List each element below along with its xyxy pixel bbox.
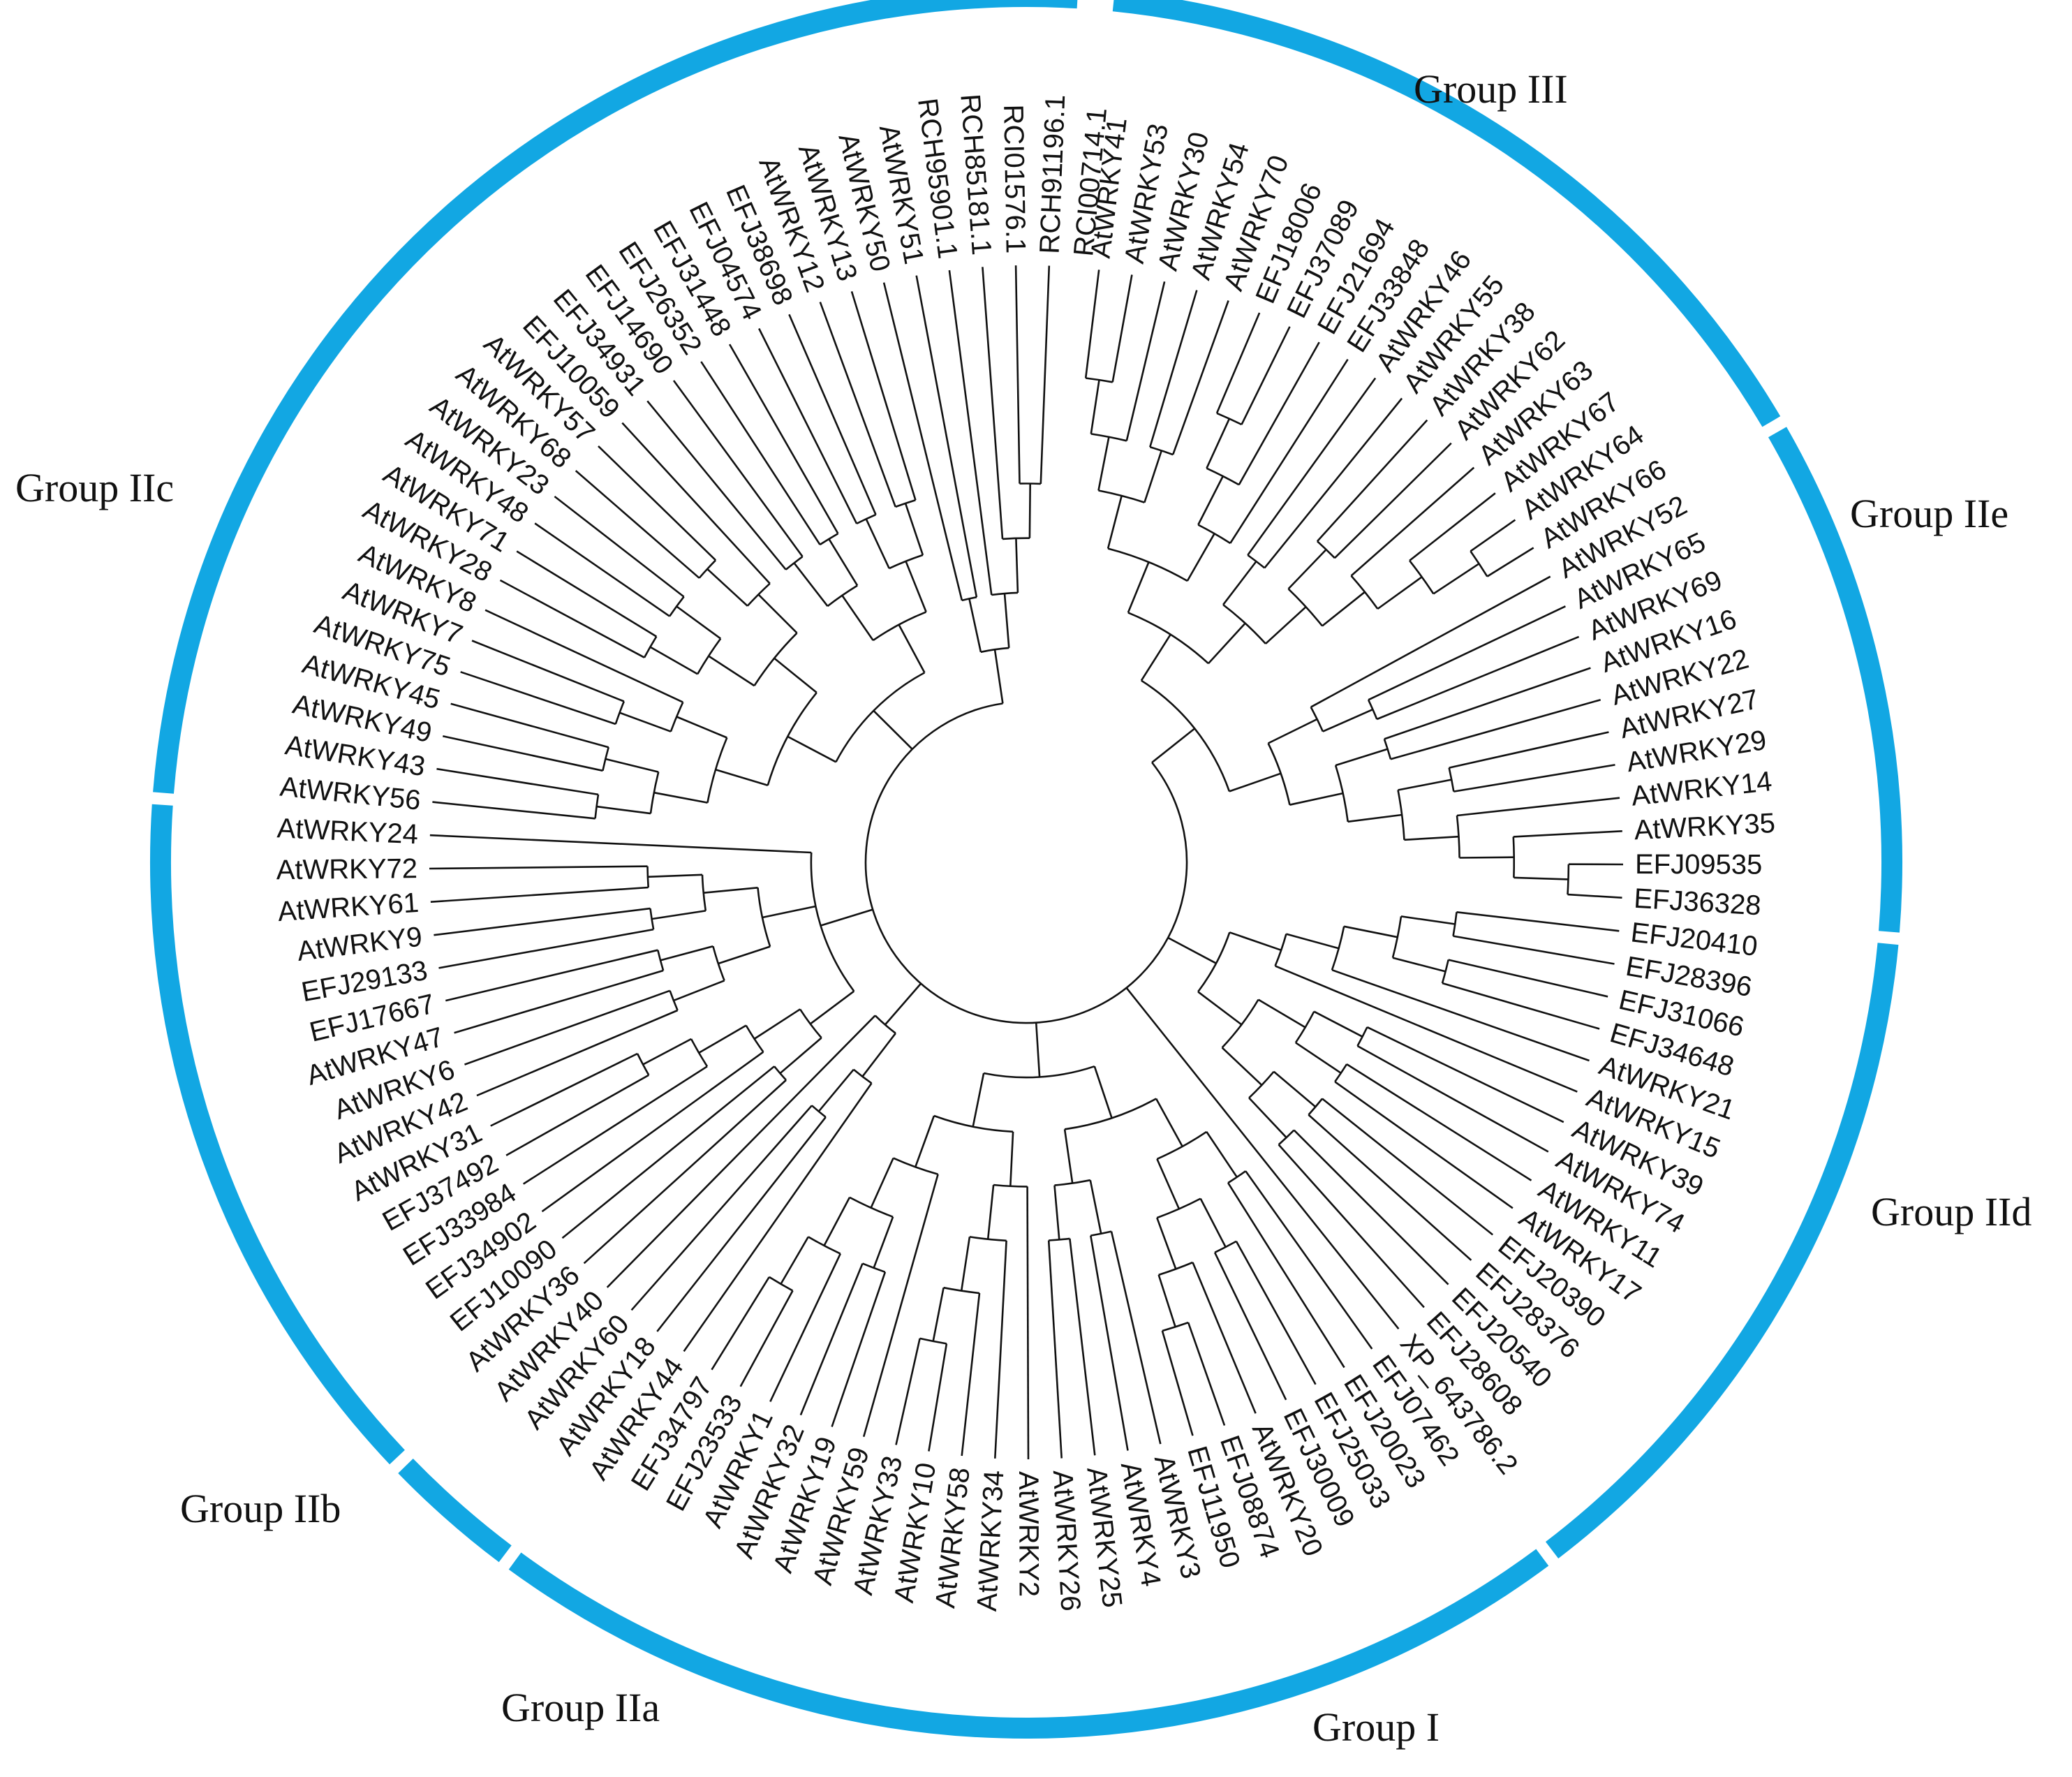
leaf-atwrky72: AtWRKY72 bbox=[276, 853, 417, 885]
leaf-efj09535: EFJ09535 bbox=[1635, 849, 1762, 880]
group-band-group-iie bbox=[1768, 427, 1902, 933]
group-label-iid: Group IId bbox=[1871, 1189, 2032, 1234]
group-label-i: Group I bbox=[1312, 1704, 1440, 1750]
group-label-iib: Group IIb bbox=[180, 1486, 341, 1531]
leaf-atwrky61: AtWRKY61 bbox=[277, 887, 420, 927]
leaf-labels: AtWRKY41AtWRKY53AtWRKY30AtWRKY54AtWRKY70… bbox=[276, 93, 1775, 1612]
group-labels: Group III Group IIe Group IId Group I Gr… bbox=[15, 66, 2032, 1750]
leaf-atwrky2: AtWRKY2 bbox=[1013, 1471, 1044, 1597]
group-band-group-i bbox=[508, 1549, 1549, 1739]
leaf-atwrky35: AtWRKY35 bbox=[1634, 808, 1776, 846]
group-bands bbox=[149, 0, 1902, 1739]
tree-branches bbox=[429, 265, 1624, 1460]
leaf-atwrky24: AtWRKY24 bbox=[276, 813, 419, 850]
group-band-group-iic bbox=[153, 0, 1078, 794]
group-band-group-iii bbox=[1112, 0, 1781, 427]
leaf-atwrky34: AtWRKY34 bbox=[972, 1470, 1010, 1612]
leaf-efj36328: EFJ36328 bbox=[1633, 883, 1762, 922]
group-band-group-iib bbox=[149, 804, 405, 1465]
group-band-group-iia bbox=[398, 1459, 512, 1563]
leaf-atwrky26: AtWRKY26 bbox=[1047, 1469, 1086, 1612]
leaf-rch85181-1: RCH85181.1 bbox=[954, 93, 997, 256]
group-label-iii: Group III bbox=[1414, 66, 1568, 112]
group-label-iie: Group IIe bbox=[1850, 491, 2008, 536]
group-label-iic: Group IIc bbox=[15, 465, 174, 510]
group-label-iia: Group IIa bbox=[501, 1685, 660, 1730]
group-band-group-iid bbox=[1545, 943, 1899, 1559]
leaf-rch91196-1: RCH91196.1 bbox=[1035, 94, 1072, 255]
leaf-rci01576-1: RCI01576.1 bbox=[998, 104, 1031, 253]
